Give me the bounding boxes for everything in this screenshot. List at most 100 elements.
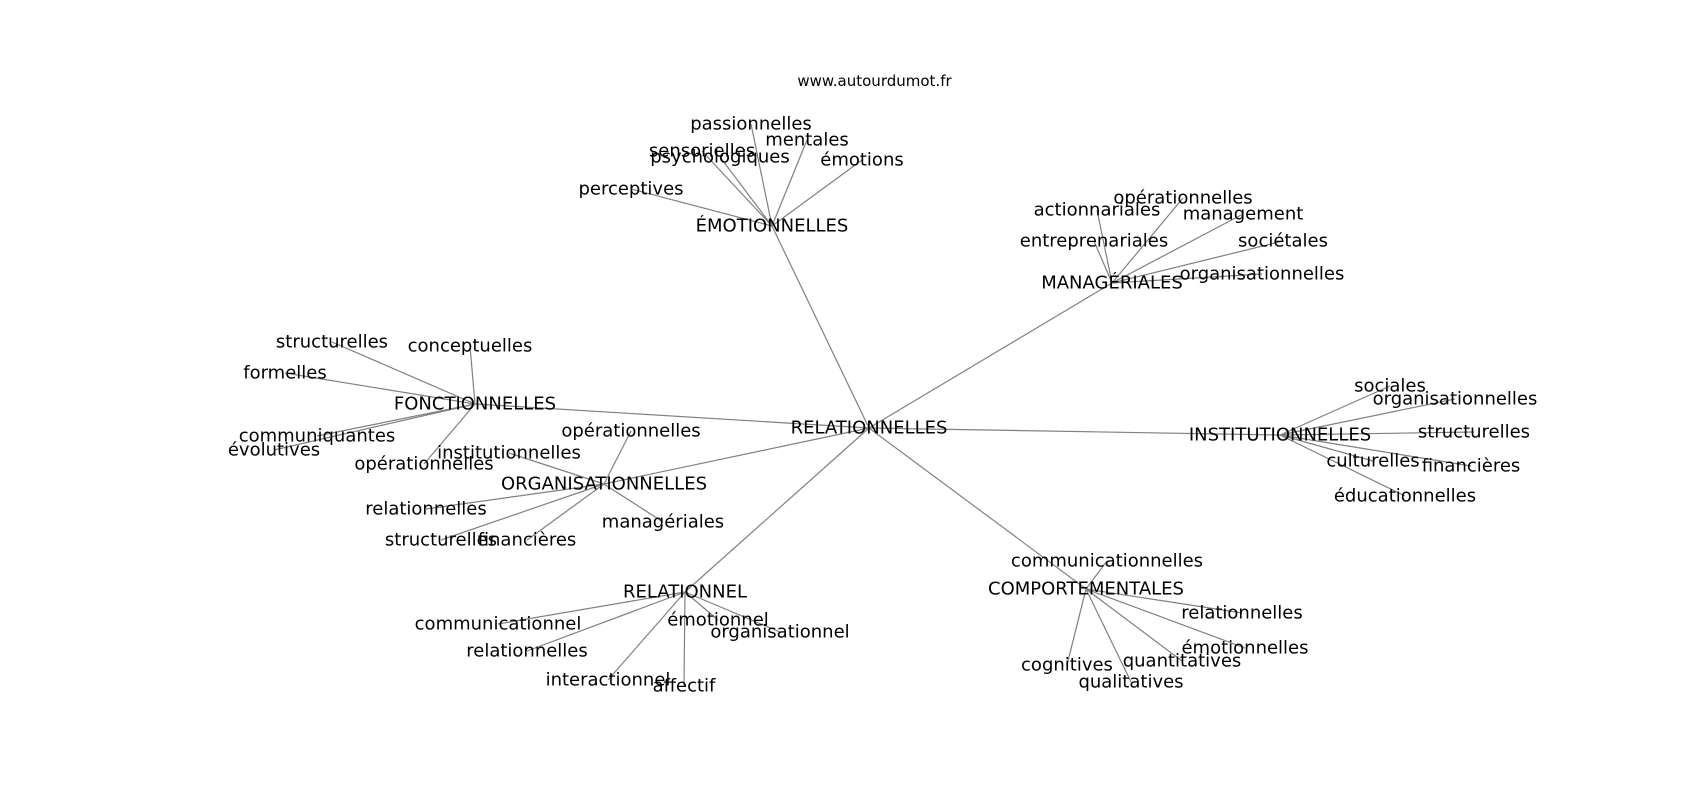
leaf-node-manageriales-management: management — [1183, 204, 1304, 225]
leaf-node-organisationnelles-financieres: financières — [478, 530, 577, 551]
leaf-node-fonctionnelles-structurelles: structurelles — [276, 332, 388, 353]
edge-manageriales-operationnelles — [1111, 197, 1184, 284]
leaf-node-institutionnelles-financieres: financières — [1422, 456, 1521, 477]
leaf-node-fonctionnelles-formelles: formelles — [243, 363, 327, 384]
hub-node-emotionnelles: ÉMOTIONNELLES — [696, 215, 849, 237]
edge-emotionnelles-perceptives — [630, 188, 773, 227]
leaf-node-relationnel-relationnelles: relationnelles — [466, 641, 588, 662]
edge-relationnel-relationnelles — [526, 591, 686, 652]
edge-root-relationnel — [684, 427, 870, 593]
leaf-node-institutionnelles-sociales: sociales — [1354, 376, 1426, 397]
leaf-node-manageriales-societales: sociétales — [1238, 231, 1328, 252]
edge-institutionnelles-sociales — [1279, 385, 1391, 436]
edge-comportementales-communicationnelles — [1085, 560, 1108, 590]
edge-comportementales-cognitives — [1066, 588, 1087, 666]
hub-node-relationnel: RELATIONNEL — [623, 582, 747, 603]
leaf-node-comportementales-cognitives: cognitives — [1021, 655, 1113, 676]
edge-relationnel-emotionnel — [684, 591, 719, 621]
edge-emotionnelles-psychologiques — [719, 156, 773, 227]
leaf-node-institutionnelles-culturelles: culturelles — [1326, 451, 1419, 472]
leaf-node-manageriales-operationnelles: opérationnelles — [1113, 188, 1252, 209]
edge-root-institutionnelles — [868, 427, 1281, 436]
leaf-node-emotionnelles-perceptives: perceptives — [578, 179, 683, 200]
edge-manageriales-organisationnelles — [1111, 273, 1263, 284]
leaf-node-organisationnelles-manageriales: managériales — [602, 512, 724, 533]
edge-organisationnelles-institutionnelles — [508, 452, 605, 485]
edge-emotionnelles-emotions — [771, 159, 863, 227]
edge-organisationnelles-operationnelles — [603, 430, 632, 485]
edge-relationnel-communicationnel — [497, 591, 686, 625]
edge-fonctionnelles-conceptuelles — [469, 345, 476, 405]
edge-institutionnelles-educationnelles — [1279, 434, 1406, 497]
leaf-node-organisationnelles-structurelles: structurelles — [385, 530, 497, 551]
edge-relationnel-interactionnel — [607, 591, 686, 681]
edge-comportementales-quantitatives — [1085, 588, 1183, 662]
leaf-node-institutionnelles-educationnelles: éducationnelles — [1334, 486, 1476, 507]
edge-fonctionnelles-formelles — [284, 372, 476, 405]
edge-root-comportementales — [868, 427, 1087, 590]
leaf-node-comportementales-communicationnelles: communicationnelles — [1011, 551, 1203, 572]
leaf-node-emotionnelles-sensorielles: sensorielles — [649, 141, 755, 162]
leaf-node-emotionnelles-mentales: mentales — [765, 130, 849, 151]
edge-organisationnelles-financieres — [526, 483, 605, 541]
edge-root-organisationnelles — [603, 427, 870, 485]
leaf-node-emotionnelles-emotions: émotions — [820, 150, 903, 171]
edge-emotionnelles-passionnelles — [750, 123, 773, 227]
leaf-node-comportementales-quantitatives: quantitatives — [1123, 651, 1242, 672]
hub-node-comportementales: COMPORTEMENTALES — [988, 579, 1184, 600]
site-credit: www.autourdumot.fr — [797, 72, 952, 90]
leaf-node-relationnel-interactionnel: interactionnel — [546, 670, 671, 691]
edge-root-fonctionnelles — [474, 403, 870, 429]
leaf-node-emotionnelles-passionnelles: passionnelles — [690, 114, 812, 135]
labels-layer: RELATIONNELLES ÉMOTIONNELLES passionnelles… — [228, 114, 1538, 697]
edge-institutionnelles-structurelles — [1279, 431, 1475, 436]
edge-relationnel-organisationnel — [684, 591, 781, 633]
leaf-node-institutionnelles-structurelles: structurelles — [1418, 422, 1530, 443]
edge-fonctionnelles-structurelles — [331, 341, 476, 405]
leaf-node-emotionnelles-psychologiques: psychologiques — [650, 147, 790, 168]
leaf-node-relationnel-affectif: affectif — [653, 676, 716, 697]
edge-emotionnelles-mentales — [771, 139, 808, 227]
leaf-node-organisationnelles-institutionnelles: institutionnelles — [437, 443, 581, 464]
root-node-label: RELATIONNELLES — [791, 418, 948, 439]
edge-fonctionnelles-communiquantes — [316, 403, 476, 437]
leaf-node-relationnel-organisationnel: organisationnel — [710, 622, 849, 643]
edge-comportementales-relationnelles — [1085, 588, 1243, 614]
edge-institutionnelles-organisationnelles — [1279, 398, 1456, 436]
edge-fonctionnelles-evolutives — [273, 403, 476, 451]
leaf-node-organisationnelles-relationnelles: relationnelles — [365, 499, 487, 520]
edge-manageriales-actionnariales — [1096, 209, 1113, 284]
edge-comportementales-emotionnelles — [1085, 588, 1246, 649]
hub-node-fonctionnelles: FONCTIONNELLES — [394, 394, 556, 415]
edge-organisationnelles-relationnelles — [425, 483, 605, 510]
edge-organisationnelles-manageriales — [603, 483, 664, 523]
edge-relationnel-affectif — [683, 591, 686, 687]
edge-manageriales-entreprenariales — [1093, 240, 1113, 284]
leaf-node-fonctionnelles-conceptuelles: conceptuelles — [408, 336, 533, 357]
hub-node-institutionnelles: INSTITUTIONNELLES — [1189, 425, 1371, 446]
leaf-node-comportementales-emotionnelles: émotionnelles — [1181, 638, 1308, 659]
edge-root-manageriales — [868, 282, 1113, 429]
leaf-node-fonctionnelles-communiquantes: communiquantes — [239, 426, 396, 447]
leaf-node-relationnel-communicationnel: communicationnel — [415, 614, 582, 635]
leaf-node-fonctionnelles-operationnelles: opérationnelles — [354, 454, 493, 475]
edge-institutionnelles-financieres — [1279, 434, 1472, 467]
edge-fonctionnelles-operationnelles — [423, 403, 476, 465]
edge-institutionnelles-culturelles — [1279, 434, 1374, 462]
leaf-node-relationnel-emotionnel: émotionnel — [667, 610, 769, 631]
edge-manageriales-management — [1111, 213, 1244, 284]
edges-layer — [273, 123, 1475, 687]
edge-organisationnelles-structurelles — [440, 483, 605, 541]
leaf-node-organisationnelles-operationnelles: opérationnelles — [561, 421, 700, 442]
edge-root-emotionnelles — [771, 225, 870, 429]
leaf-node-institutionnelles-organisationnelles: organisationnelles — [1373, 389, 1538, 410]
edge-comportementales-qualitatives — [1085, 588, 1132, 683]
leaf-node-manageriales-actionnariales: actionnariales — [1034, 200, 1161, 221]
leaf-node-manageriales-entreprenariales: entreprenariales — [1020, 231, 1168, 252]
leaf-node-comportementales-qualitatives: qualitatives — [1078, 672, 1183, 693]
edge-manageriales-societales — [1111, 240, 1284, 284]
leaf-node-fonctionnelles-evolutives: évolutives — [228, 440, 320, 461]
leaf-node-comportementales-relationnelles: relationnelles — [1181, 603, 1303, 624]
hub-node-manageriales: MANAGÉRIALES — [1041, 272, 1183, 294]
